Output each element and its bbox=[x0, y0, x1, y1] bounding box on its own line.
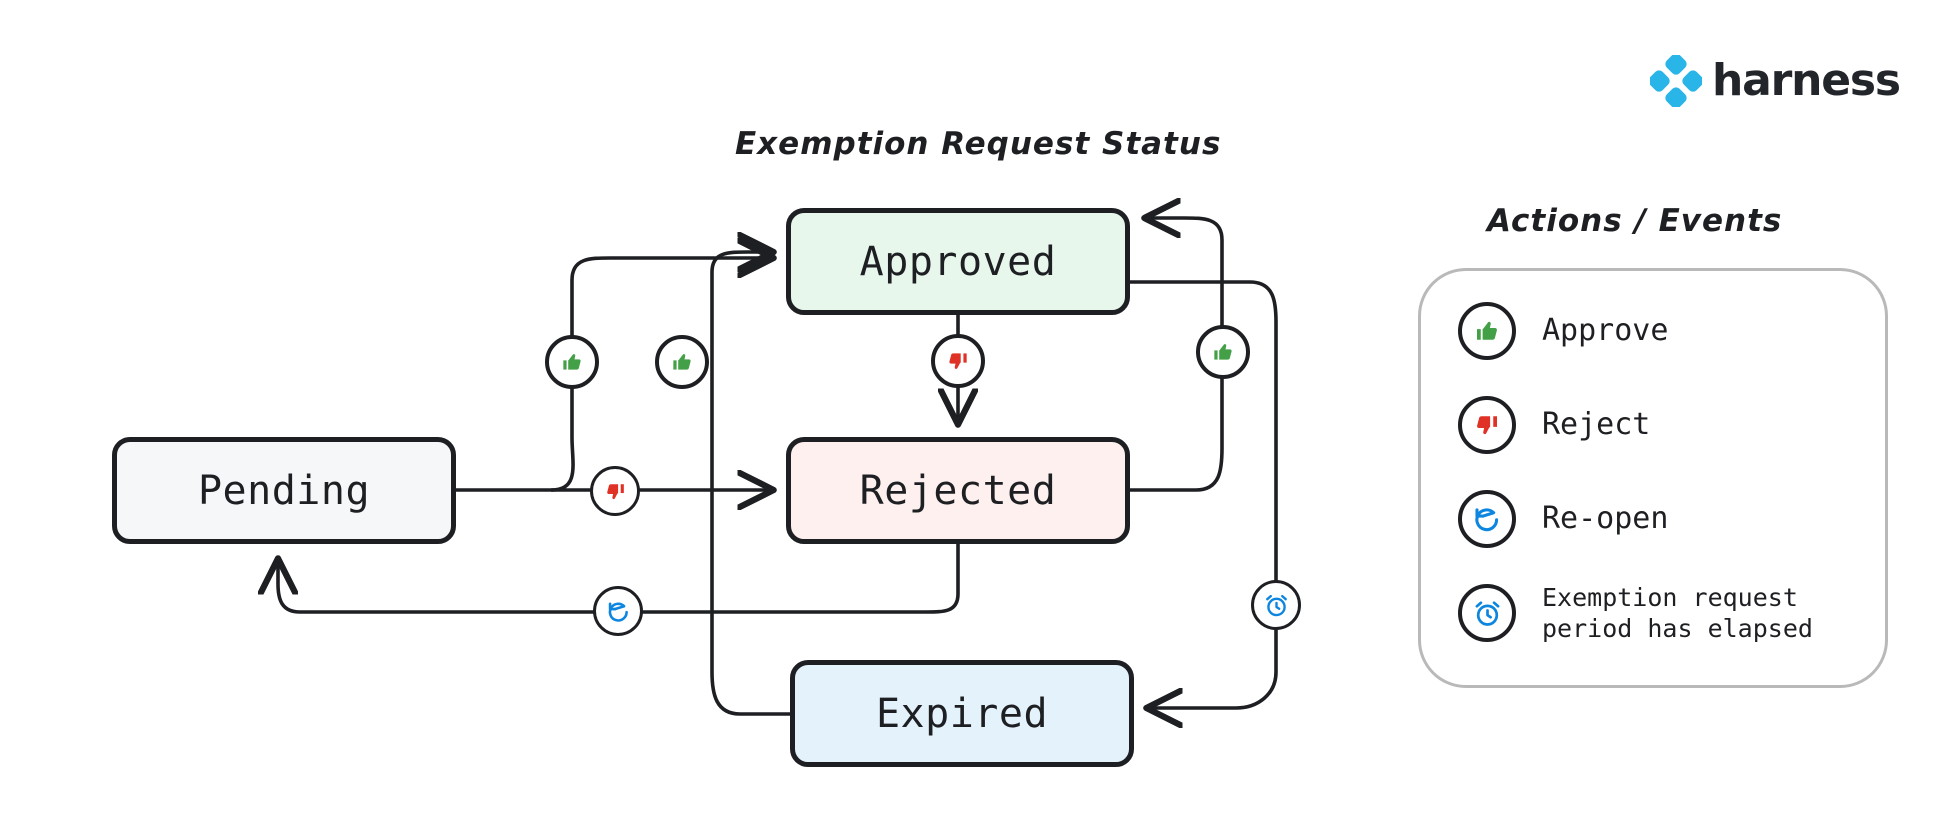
edge-pending-to-approved bbox=[550, 258, 772, 492]
legend-badge-approve bbox=[1458, 302, 1516, 360]
legend-badge-reject bbox=[1458, 396, 1516, 454]
edge-rejected-to-approved bbox=[1128, 218, 1224, 492]
thumbs-down-icon bbox=[606, 483, 624, 499]
thumbs-up-icon bbox=[1477, 321, 1497, 340]
state-label-pending: Pending bbox=[197, 467, 371, 514]
edge-approved-to-expired bbox=[1128, 280, 1278, 708]
thumbs-down-icon bbox=[949, 353, 967, 369]
harness-wordmark: harness bbox=[1712, 55, 1901, 106]
state-box-expired[interactable]: Expired bbox=[790, 660, 1134, 767]
undo-icon bbox=[1475, 508, 1499, 532]
undo-icon bbox=[608, 602, 628, 622]
legend-label-reject: Reject bbox=[1542, 407, 1651, 443]
edge-badge-reopen-rejected-pending[interactable] bbox=[593, 586, 643, 636]
edge-badge-approve-rejected-approved[interactable] bbox=[1196, 325, 1250, 379]
harness-diamond-logo-icon bbox=[1650, 55, 1702, 107]
thumbs-up-icon bbox=[673, 354, 691, 370]
alarm-clock-icon bbox=[1475, 600, 1499, 626]
state-box-rejected[interactable]: Rejected bbox=[786, 437, 1130, 544]
thumbs-up-icon bbox=[563, 354, 581, 370]
state-box-pending[interactable]: Pending bbox=[112, 437, 456, 544]
harness-logo: harness bbox=[1650, 55, 1901, 107]
state-box-approved[interactable]: Approved bbox=[786, 208, 1130, 315]
legend-list: Approve Reject Re-open bbox=[1458, 300, 1888, 644]
legend-label-reopen: Re-open bbox=[1542, 501, 1669, 537]
legend-label-elapsed: Exemption request period has elapsed bbox=[1542, 582, 1813, 643]
legend-item-elapsed: Exemption request period has elapsed bbox=[1458, 582, 1888, 644]
legend-item-reopen: Re-open bbox=[1458, 488, 1888, 550]
page-title: Exemption Request Status bbox=[735, 126, 1222, 162]
edge-expired-to-approved bbox=[710, 252, 792, 716]
thumbs-down-icon bbox=[1477, 416, 1497, 435]
legend-badge-reopen bbox=[1458, 490, 1516, 548]
thumbs-up-icon bbox=[1214, 344, 1232, 360]
legend-badge-elapsed bbox=[1458, 584, 1516, 642]
legend-title: Actions / Events bbox=[1487, 203, 1783, 239]
edge-badge-reject-pending-rejected[interactable] bbox=[590, 466, 640, 516]
legend-label-approve: Approve bbox=[1542, 313, 1669, 349]
alarm-clock-icon bbox=[1265, 594, 1287, 616]
edge-badge-approve-pending-approved[interactable] bbox=[545, 335, 599, 389]
edge-badge-approve-expired-approved[interactable] bbox=[655, 335, 709, 389]
state-label-rejected: Rejected bbox=[859, 467, 1057, 514]
legend-item-reject: Reject bbox=[1458, 394, 1888, 456]
legend-item-approve: Approve bbox=[1458, 300, 1888, 362]
edge-badge-reject-approved-rejected[interactable] bbox=[931, 334, 985, 388]
state-label-approved: Approved bbox=[859, 238, 1057, 285]
edge-badge-elapsed-approved-expired[interactable] bbox=[1251, 580, 1301, 630]
state-label-expired: Expired bbox=[875, 690, 1049, 737]
